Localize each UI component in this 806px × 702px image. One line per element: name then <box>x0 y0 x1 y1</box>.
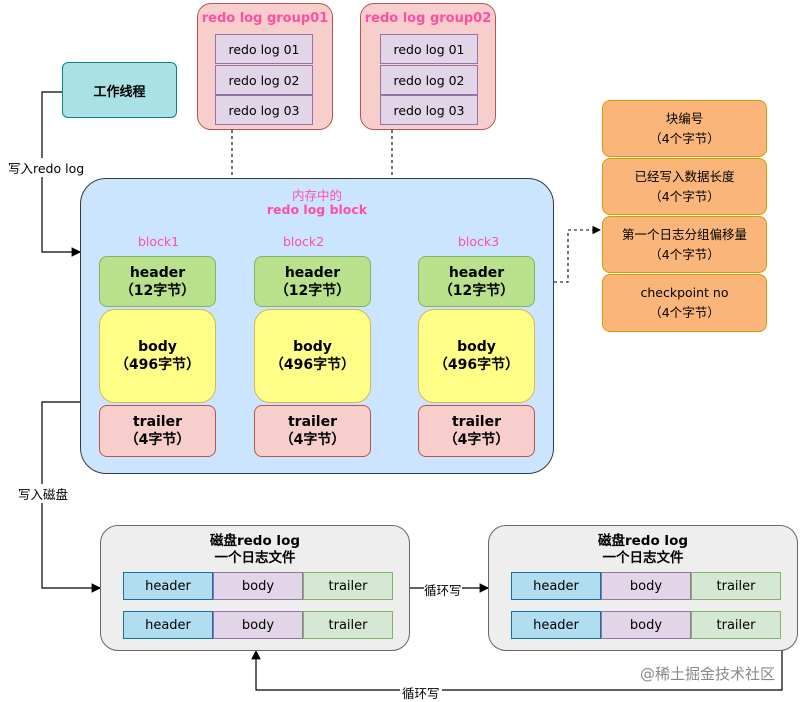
body-size: （496字节） <box>433 357 520 373</box>
site-watermark: @稀土掘金技术社区 <box>640 665 776 683</box>
block2-body: body （496字节） <box>254 309 371 403</box>
header-size: （12字节） <box>438 282 515 299</box>
disk-title-line2: 一个日志文件 <box>602 550 684 566</box>
header-field-data-length: 已经写入数据长度 （4个字节） <box>602 158 767 215</box>
block3-trailer: trailer （4字节） <box>418 405 535 457</box>
redo-log-item: redo log 03 <box>380 95 478 125</box>
disk-header-cell: header <box>511 572 601 600</box>
group-title: redo log group01 <box>201 11 329 26</box>
worker-thread-box: 工作线程 <box>62 62 177 118</box>
cycle-write-label: 循环写 <box>424 580 462 599</box>
disk-header-cell: header <box>511 611 601 639</box>
redo-log-group-01: redo log group01 redo log 01 redo log 02… <box>197 3 333 130</box>
redo-log-item: redo log 02 <box>380 65 478 95</box>
field-name: 已经写入数据长度 <box>634 168 735 184</box>
redo-log-item: redo log 01 <box>215 34 313 64</box>
group-title: redo log group02 <box>364 11 492 26</box>
header-field-checkpoint-no: checkpoint no （4个字节） <box>602 274 767 332</box>
header-text: header <box>448 264 505 281</box>
memory-title-line2: redo log block <box>266 202 368 217</box>
block2-trailer: trailer （4字节） <box>254 405 371 457</box>
field-name: 第一个日志分组偏移量 <box>621 226 747 242</box>
disk-trailer-cell: trailer <box>303 611 393 639</box>
body-text: body <box>138 339 177 355</box>
block2-label: block2 <box>283 234 325 249</box>
block1-label: block1 <box>138 234 180 249</box>
trailer-text: trailer <box>287 414 338 430</box>
block3-header: header （12字节） <box>418 256 535 307</box>
trailer-text: trailer <box>451 414 502 430</box>
header-size: （12字节） <box>274 282 351 299</box>
header-field-block-number: 块编号 （4个字节） <box>602 100 767 157</box>
disk-title-line1: 磁盘redo log <box>209 533 301 549</box>
block1-trailer: trailer （4字节） <box>99 405 216 457</box>
write-redo-log-label: 写入redo log <box>8 158 85 177</box>
disk-return-arrow <box>251 612 783 691</box>
redo-log-item: redo log 01 <box>380 34 478 64</box>
cycle-write-return-label: 循环写 <box>400 683 442 702</box>
header-text: header <box>129 264 186 281</box>
field-size: （4个字节） <box>649 130 720 146</box>
field-size: （4个字节） <box>649 305 720 320</box>
header-field-first-group-offset: 第一个日志分组偏移量 （4个字节） <box>602 216 767 273</box>
disk-body-cell: body <box>213 572 303 600</box>
body-size: （496字节） <box>114 357 201 373</box>
disk-trailer-cell: trailer <box>691 611 781 639</box>
block1-body: body （496字节） <box>99 309 216 403</box>
disk-body-cell: body <box>213 611 303 639</box>
block3-body: body （496字节） <box>418 309 535 403</box>
redo-log-group-02: redo log group02 redo log 01 redo log 02… <box>360 3 496 130</box>
disk-title-line2: 一个日志文件 <box>214 550 296 566</box>
header-size: （12字节） <box>119 282 196 299</box>
block1-header: header （12字节） <box>99 256 216 307</box>
body-text: body <box>457 339 496 355</box>
redo-log-item: redo log 03 <box>215 95 313 125</box>
disk-redo-log-file-1: 磁盘redo log 一个日志文件 header body trailer he… <box>100 525 410 651</box>
body-size: （496字节） <box>269 357 356 373</box>
field-name: checkpoint no <box>640 285 729 300</box>
trailer-size: （4字节） <box>443 432 510 448</box>
trailer-text: trailer <box>132 414 183 430</box>
block2-header: header （12字节） <box>254 256 371 307</box>
disk-redo-log-file-2: 磁盘redo log 一个日志文件 header body trailer he… <box>488 525 798 651</box>
disk-title-line1: 磁盘redo log <box>597 533 689 549</box>
disk-header-cell: header <box>123 572 213 600</box>
disk-trailer-cell: trailer <box>303 572 393 600</box>
disk-body-cell: body <box>601 572 691 600</box>
header-text: header <box>284 264 341 281</box>
disk-header-cell: header <box>123 611 213 639</box>
body-text: body <box>293 339 332 355</box>
field-size: （4个字节） <box>649 188 720 204</box>
disk-trailer-cell: trailer <box>691 572 781 600</box>
memory-title-line1: 内存中的 <box>291 188 342 203</box>
trailer-size: （4字节） <box>124 432 191 448</box>
disk-body-cell: body <box>601 611 691 639</box>
field-name: 块编号 <box>665 110 704 126</box>
block3-label: block3 <box>458 234 500 249</box>
trailer-size: （4字节） <box>279 432 346 448</box>
write-disk-label: 写入磁盘 <box>18 484 69 503</box>
field-size: （4个字节） <box>649 246 720 262</box>
redo-log-item: redo log 02 <box>215 65 313 95</box>
